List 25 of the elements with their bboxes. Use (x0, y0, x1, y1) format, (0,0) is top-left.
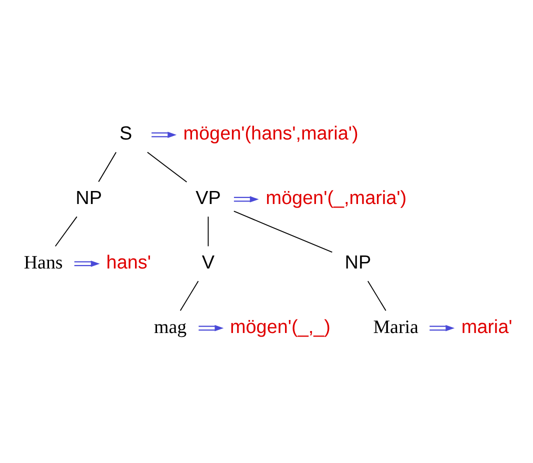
connector (367, 280, 386, 312)
arrow (152, 132, 177, 138)
node-text: maria' (461, 316, 512, 338)
node-text: S (119, 124, 132, 145)
node-text: NP (344, 252, 372, 274)
node-text: mögen'(hans',maria') (183, 124, 358, 145)
connector (233, 210, 333, 253)
node-text: V (202, 252, 215, 274)
node-text: mag (154, 316, 187, 338)
node-text: VP (196, 188, 221, 210)
node-text: NP (76, 188, 102, 210)
connector (98, 152, 117, 182)
arrow (234, 196, 259, 202)
node-text: mögen'(_,_) (230, 316, 330, 338)
connector (180, 280, 199, 312)
connector (208, 216, 209, 247)
node-text: Maria (373, 316, 418, 338)
node-text: hans' (106, 252, 151, 274)
node-text: Hans (24, 252, 63, 274)
connector (146, 152, 188, 182)
connector (54, 216, 78, 247)
node-text: mögen'(_,maria') (266, 188, 407, 210)
arrow (198, 325, 224, 332)
arrow (430, 325, 455, 332)
arrow (74, 260, 100, 267)
